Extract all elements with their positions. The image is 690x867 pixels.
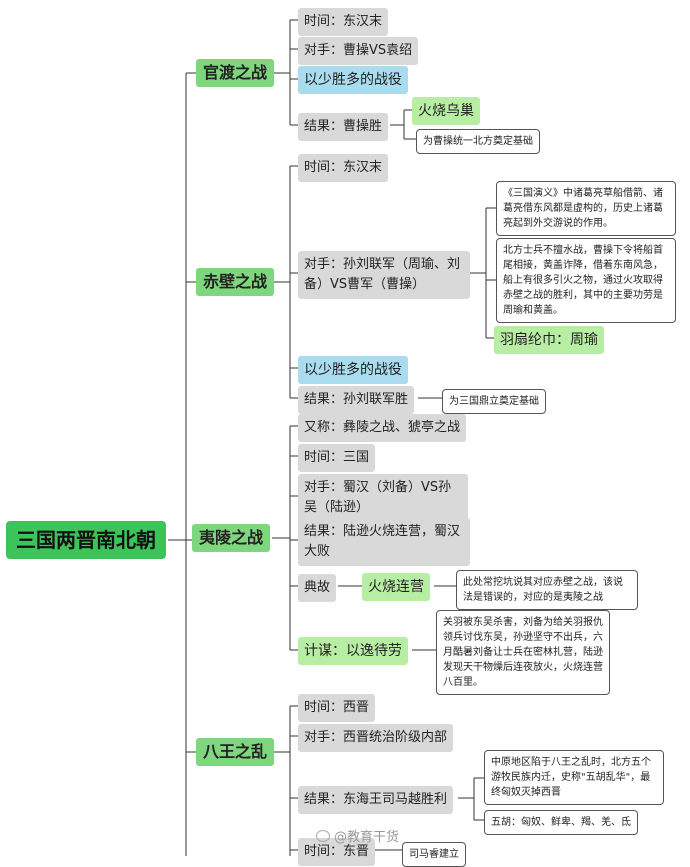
bawang-result[interactable]: 结果：东海王司马越胜利 [298,786,454,814]
watermark-text: @教育干货 [334,830,400,845]
bawang-note-2[interactable]: 五胡：匈奴、鲜卑、羯、羌、氐 [484,810,638,835]
watermark: @教育干货 [316,826,399,845]
next-note[interactable]: 司马睿建立 [402,842,466,867]
guandu-result-sub[interactable]: 火烧乌巢 [412,97,480,125]
root-topic[interactable]: 三国两晋南北朝 [6,521,166,559]
battle-bawang[interactable]: 八王之乱 [196,738,275,766]
yiling-alias[interactable]: 又称：彝陵之战、猇亭之战 [298,414,467,442]
bawang-time[interactable]: 时间：西晋 [298,694,376,722]
battle-guandu[interactable]: 官渡之战 [196,59,275,87]
chibi-note-1[interactable]: 《三国演义》中诸葛亮草船借箭、诸葛亮借东风都是虚构的，历史上诸葛亮起到外交游说的… [496,181,676,236]
yiling-time[interactable]: 时间：三国 [298,444,376,472]
chibi-result[interactable]: 结果：孙刘联军胜 [298,386,415,414]
chibi-tag[interactable]: 以少胜多的战役 [298,356,408,384]
guandu-opponents[interactable]: 对手：曹操VS袁绍 [298,37,419,65]
weibo-icon [316,830,330,842]
chibi-opponents[interactable]: 对手：孙刘联军（周瑜、刘备）VS曹军（曹操） [298,251,470,299]
guandu-time[interactable]: 时间：东汉末 [298,8,389,36]
yiling-allusion[interactable]: 典故 [298,574,337,602]
bawang-opponents[interactable]: 对手：西晋统治阶级内部 [298,724,454,752]
yiling-result[interactable]: 结果：陆逊火烧连营，蜀汉大败 [298,518,470,566]
guandu-result[interactable]: 结果：曹操胜 [298,113,389,141]
bawang-note-1[interactable]: 中原地区陷于八王之乱时，北方五个游牧民族内迁，史称"五胡乱华"，最终匈奴灭掉西晋 [484,750,664,805]
chibi-result-note[interactable]: 为三国鼎立奠定基础 [442,389,546,414]
chibi-note-2[interactable]: 北方士兵不擅水战，曹操下令将船首尾相接，黄盖诈降，借着东南风急，船上有很多引火之… [496,238,676,323]
guandu-result-note[interactable]: 为曹操统一北方奠定基础 [416,129,540,154]
yiling-strategy[interactable]: 计谋：以逸待劳 [298,637,408,665]
battle-yiling[interactable]: 夷陵之战 [192,524,271,552]
yiling-strategy-note[interactable]: 关羽被东吴杀害，刘备为给关羽报仇领兵讨伐东吴，孙逊坚守不出兵，六月酷暑刘备让士兵… [436,610,610,695]
yiling-opponents[interactable]: 对手：蜀汉（刘备）VS孙吴（陆逊） [298,474,468,522]
battle-chibi[interactable]: 赤壁之战 [196,268,275,296]
chibi-time[interactable]: 时间：东汉末 [298,154,389,182]
chibi-hero[interactable]: 羽扇纶巾：周瑜 [494,326,604,354]
yiling-allusion-note[interactable]: 此处常挖坑说其对应赤壁之战，该说法是错误的，对应的是夷陵之战 [456,570,638,610]
guandu-tag[interactable]: 以少胜多的战役 [298,66,408,94]
yiling-allusion-sub[interactable]: 火烧连营 [362,573,430,601]
